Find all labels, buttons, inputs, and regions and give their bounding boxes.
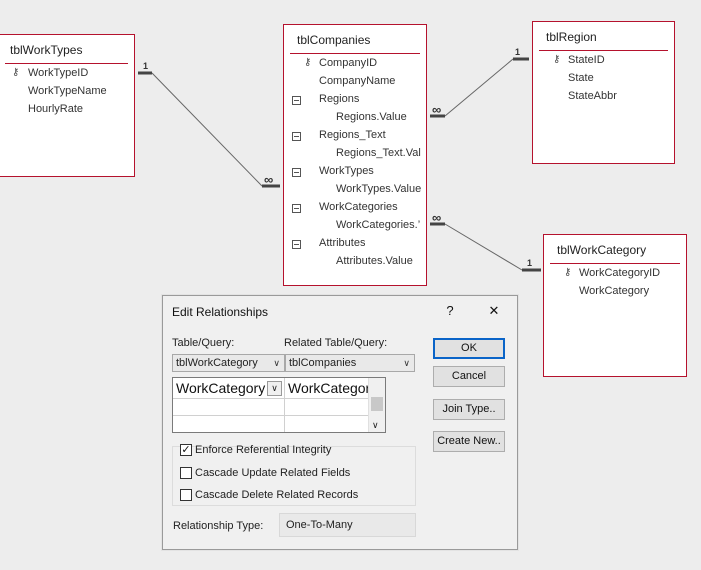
join-type-button[interactable]: Join Type..	[433, 399, 505, 420]
chevron-down-icon[interactable]: ∨	[403, 358, 410, 368]
table-divider	[290, 53, 420, 54]
one-label-worktypes: 1	[143, 61, 149, 71]
join-line-companies-region	[444, 58, 514, 117]
table-query-label: Table/Query:	[172, 337, 235, 349]
field-mapping-grid[interactable]: WorkCategoryI ∨ WorkCategories.\ ∨	[172, 377, 386, 433]
related-table-query-value: tblCompanies	[289, 357, 357, 369]
collapse-icon[interactable]	[292, 204, 301, 213]
enforce-integrity-label[interactable]: Enforce Referential Integrity	[195, 444, 332, 456]
collapse-icon[interactable]	[292, 132, 301, 141]
field-regions[interactable]: Regions	[319, 93, 360, 105]
relationship-type-value: One-To-Many	[279, 513, 416, 537]
enforce-integrity-checkbox[interactable]: ✓	[180, 444, 192, 456]
collapse-icon[interactable]	[292, 96, 301, 105]
table-divider	[5, 63, 128, 64]
table-title-worktypes[interactable]: tblWorkTypes	[10, 43, 83, 57]
field-workcategory[interactable]: WorkCategory	[579, 285, 650, 297]
grid-scrollbar[interactable]: ∨	[368, 378, 385, 432]
table-divider	[539, 50, 668, 51]
field-attributes[interactable]: Attributes	[319, 237, 366, 249]
field-stateabbr[interactable]: StateAbbr	[568, 90, 617, 102]
grid-column-divider	[284, 378, 285, 432]
field-regions-value[interactable]: Regions.Value	[336, 111, 407, 123]
help-icon[interactable]: ?	[446, 303, 454, 318]
related-table-query-label: Related Table/Query:	[284, 337, 388, 349]
many-label-companies-workcategory: ∞	[432, 210, 442, 225]
field-attributes-value[interactable]: Attributes.Value	[336, 255, 413, 267]
field-worktypes[interactable]: WorkTypes	[319, 165, 374, 177]
field-regions-text[interactable]: Regions_Text	[319, 129, 386, 141]
collapse-icon[interactable]	[292, 168, 301, 177]
field-regions-text-value[interactable]: Regions_Text.Val	[336, 147, 421, 159]
field-hourlyrate[interactable]: HourlyRate	[28, 103, 84, 115]
field-workcategoryid[interactable]: WorkCategoryID	[579, 267, 661, 279]
table-title-companies[interactable]: tblCompanies	[297, 33, 371, 47]
ok-button[interactable]: OK	[433, 338, 505, 359]
edit-relationships-dialog: Edit Relationships ? ✕	[162, 295, 518, 550]
integrity-options-group	[172, 446, 416, 506]
related-table-query-select[interactable]: tblCompanies ∨	[285, 354, 415, 372]
primary-key-icon: ⚷	[564, 267, 572, 278]
close-icon[interactable]: ✕	[488, 303, 500, 318]
scrollbar-thumb[interactable]	[371, 397, 383, 411]
many-label-companies-worktypes: ∞	[264, 172, 274, 187]
dialog-title: Edit Relationships	[172, 305, 269, 319]
field-companyname[interactable]: CompanyName	[319, 75, 396, 87]
cascade-delete-label[interactable]: Cascade Delete Related Records	[195, 489, 359, 501]
cascade-update-checkbox[interactable]	[180, 467, 192, 479]
field-stateid[interactable]: StateID	[568, 54, 605, 66]
field-companyid[interactable]: CompanyID	[319, 57, 378, 69]
field-worktypeid[interactable]: WorkTypeID	[28, 67, 89, 79]
many-label-companies-region: ∞	[432, 102, 442, 117]
table-workcategory[interactable]: tblWorkCategory ⚷ WorkCategoryID WorkCat…	[543, 234, 687, 377]
table-query-select[interactable]: tblWorkCategory ∨	[172, 354, 285, 372]
relationship-type-label: Relationship Type:	[173, 520, 264, 532]
field-workcategories[interactable]: WorkCategories	[319, 201, 398, 213]
join-line-companies-workcategory	[444, 223, 523, 271]
table-worktypes[interactable]: tblWorkTypes ⚷ WorkTypeID WorkTypeName H…	[0, 34, 135, 177]
primary-key-icon: ⚷	[12, 67, 20, 78]
chevron-down-icon[interactable]: ∨	[273, 358, 280, 368]
table-divider	[550, 263, 680, 264]
create-new-button[interactable]: Create New..	[433, 431, 505, 452]
cascade-delete-checkbox[interactable]	[180, 489, 192, 501]
table-region[interactable]: tblRegion ⚷ StateID State StateAbbr	[532, 21, 675, 164]
grid-row-divider	[173, 398, 369, 399]
primary-key-icon: ⚷	[553, 54, 561, 65]
one-label-region: 1	[515, 47, 521, 57]
cascade-update-label[interactable]: Cascade Update Related Fields	[195, 467, 351, 479]
table-query-value: tblWorkCategory	[176, 357, 258, 369]
table-companies[interactable]: tblCompanies ⚷ CompanyID CompanyName Reg…	[283, 24, 427, 286]
table-title-workcategory[interactable]: tblWorkCategory	[557, 243, 647, 257]
scroll-down-icon[interactable]: ∨	[372, 420, 379, 430]
collapse-icon[interactable]	[292, 240, 301, 249]
grid-cell-table-field[interactable]: WorkCategoryI	[176, 380, 266, 396]
one-label-workcategory: 1	[527, 258, 533, 268]
join-line-worktypes-companies	[151, 72, 263, 187]
primary-key-icon: ⚷	[304, 57, 312, 68]
grid-row-divider	[173, 415, 369, 416]
table-title-region[interactable]: tblRegion	[546, 30, 597, 44]
cancel-button[interactable]: Cancel	[433, 366, 505, 387]
field-state[interactable]: State	[568, 72, 594, 84]
field-worktypes-value[interactable]: WorkTypes.Value	[336, 183, 422, 195]
field-worktypename[interactable]: WorkTypeName	[28, 85, 107, 97]
field-workcategories-value[interactable]: WorkCategories.’	[336, 219, 421, 231]
grid-dropdown-arrow[interactable]: ∨	[267, 381, 282, 396]
grid-cell-related-field[interactable]: WorkCategories.\	[288, 380, 368, 396]
